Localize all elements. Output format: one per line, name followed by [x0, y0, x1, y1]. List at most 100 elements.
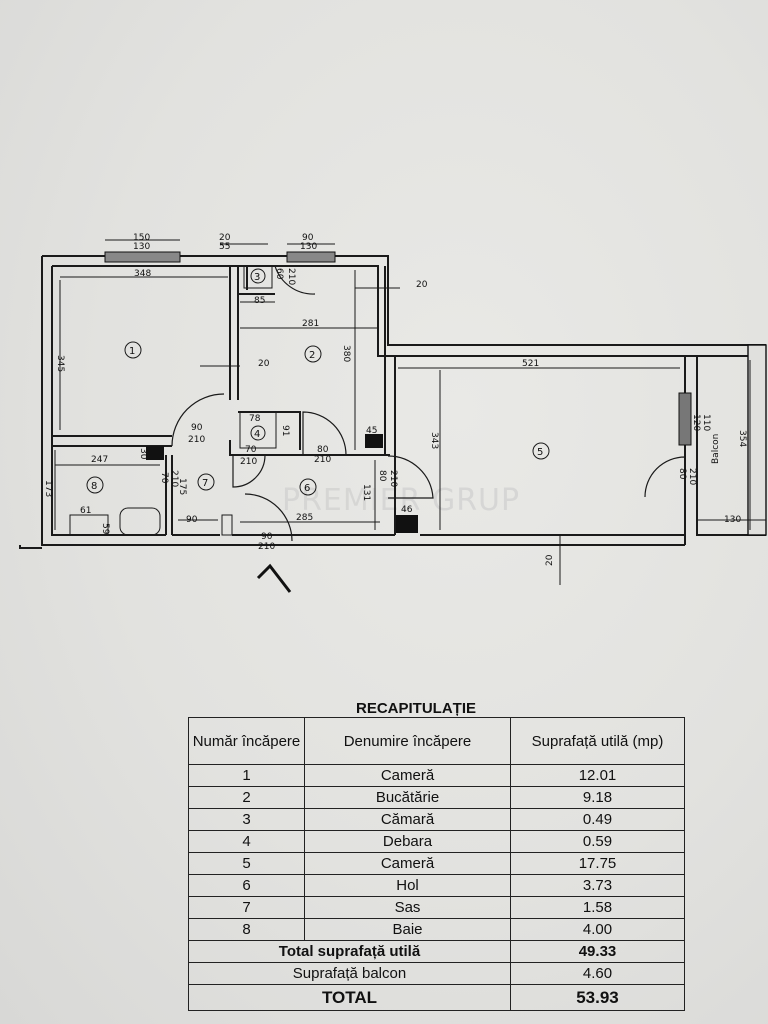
dim-label: 175 [177, 478, 187, 495]
dim-label: 20 [545, 554, 555, 566]
cell-nr: 8 [188, 918, 305, 941]
cell-area: 17.75 [510, 852, 685, 875]
room-number: 3 [254, 272, 260, 283]
floor-plan: PREMIER GRUP [19, 233, 767, 593]
header-area: Suprafață utilă (mp) [510, 717, 685, 765]
dim-label: 210 [687, 468, 697, 485]
cell-nr: 6 [188, 874, 305, 897]
cell-area: 3.73 [510, 874, 685, 897]
dim-label: 120 [691, 414, 701, 431]
cell-name: Baie [304, 918, 511, 941]
recap-title: RECAPITULAȚIE [356, 700, 476, 717]
dim-label: 130 [724, 515, 741, 525]
room-number: 2 [309, 350, 315, 361]
bath-fixtures [69, 507, 233, 536]
grand-total-label: TOTAL [188, 984, 511, 1011]
dim-label: 380 [341, 345, 351, 362]
cell-area: 9.18 [510, 786, 685, 809]
dim-label: 80 [317, 445, 329, 455]
room-number: 4 [254, 429, 260, 440]
table-header-row: Număr încăpere Denumire încăpere Suprafa… [188, 717, 685, 765]
cell-name: Debara [304, 830, 511, 853]
cell-nr: 7 [188, 896, 305, 919]
dim-label: 80 [377, 470, 387, 482]
dim-label: 285 [296, 513, 313, 523]
cell-name: Cămară [304, 808, 511, 831]
room-number: 8 [91, 481, 97, 492]
dim-label: 70 [245, 445, 257, 455]
cell-name: Sas [304, 896, 511, 919]
door-swings [171, 265, 686, 542]
dim-label: 348 [134, 269, 151, 279]
dim-label: 130 [133, 242, 150, 252]
dim-label: 110 [701, 414, 711, 431]
dim-label: 70 [159, 472, 169, 484]
room-number: 7 [202, 478, 208, 489]
cell-name: Cameră [304, 852, 511, 875]
dim-label: 55 [219, 242, 230, 252]
dim-label: 521 [522, 359, 539, 369]
room-markers: 1 2 3 4 5 6 7 8 [86, 268, 550, 496]
dim-label: 90 [191, 423, 203, 433]
dim-label: 61 [80, 506, 91, 516]
dim-label: 247 [91, 455, 108, 465]
dim-label: 345 [55, 355, 65, 372]
dim-label: 20 [416, 280, 428, 290]
shafts [146, 434, 418, 533]
dim-label: 281 [302, 319, 319, 329]
windows [104, 239, 767, 536]
dimension-lines [54, 270, 766, 585]
dim-label: 30 [138, 448, 148, 460]
cell-area: 12.01 [510, 764, 685, 787]
room-number: 6 [304, 483, 310, 494]
dim-label: 59 [100, 523, 110, 535]
total-useful-row: Total suprafață utilă 49.33 [188, 940, 685, 963]
cell-nr: 1 [188, 764, 305, 787]
dim-label: 45 [366, 426, 377, 436]
dim-label: 90 [186, 515, 198, 525]
header-room-name: Denumire încăpere [304, 717, 511, 765]
dim-label: 150 [133, 233, 150, 243]
dimension-labels: 150 130 20 55 90 130 348 345 85 60 210 2… [43, 233, 747, 566]
small-rooms [239, 265, 277, 449]
cell-name: Hol [304, 874, 511, 897]
grand-total-value: 53.93 [510, 984, 685, 1011]
dim-label: 354 [737, 430, 747, 447]
dim-label: 20 [258, 359, 270, 369]
room-number: 5 [537, 447, 543, 458]
dim-label: 210 [169, 470, 179, 487]
cell-area: 0.59 [510, 830, 685, 853]
cell-area: 0.49 [510, 808, 685, 831]
dim-label: 20 [219, 233, 231, 243]
dim-label: 80 [677, 468, 687, 480]
cell-nr: 3 [188, 808, 305, 831]
balcony-value: 4.60 [510, 962, 685, 985]
dim-label: 210 [314, 455, 331, 465]
dim-label: 78 [249, 414, 261, 424]
cell-area: 4.00 [510, 918, 685, 941]
dim-label: 90 [302, 233, 314, 243]
dim-label: 90 [261, 532, 273, 542]
cell-area: 1.58 [510, 896, 685, 919]
dim-label: 46 [401, 505, 413, 515]
dim-label: 131 [361, 484, 371, 501]
cell-nr: 5 [188, 852, 305, 875]
total-useful-value: 49.33 [510, 940, 685, 963]
balcony-label: Suprafață balcon [188, 962, 511, 985]
cell-name: Bucătărie [304, 786, 511, 809]
dim-label: 210 [388, 470, 398, 487]
total-useful-label: Total suprafață utilă [188, 940, 511, 963]
header-room-number: Număr încăpere [188, 717, 305, 765]
dim-label: 91 [280, 425, 290, 436]
dim-label: 173 [43, 480, 53, 497]
cell-nr: 4 [188, 830, 305, 853]
room-number: 1 [129, 346, 135, 357]
